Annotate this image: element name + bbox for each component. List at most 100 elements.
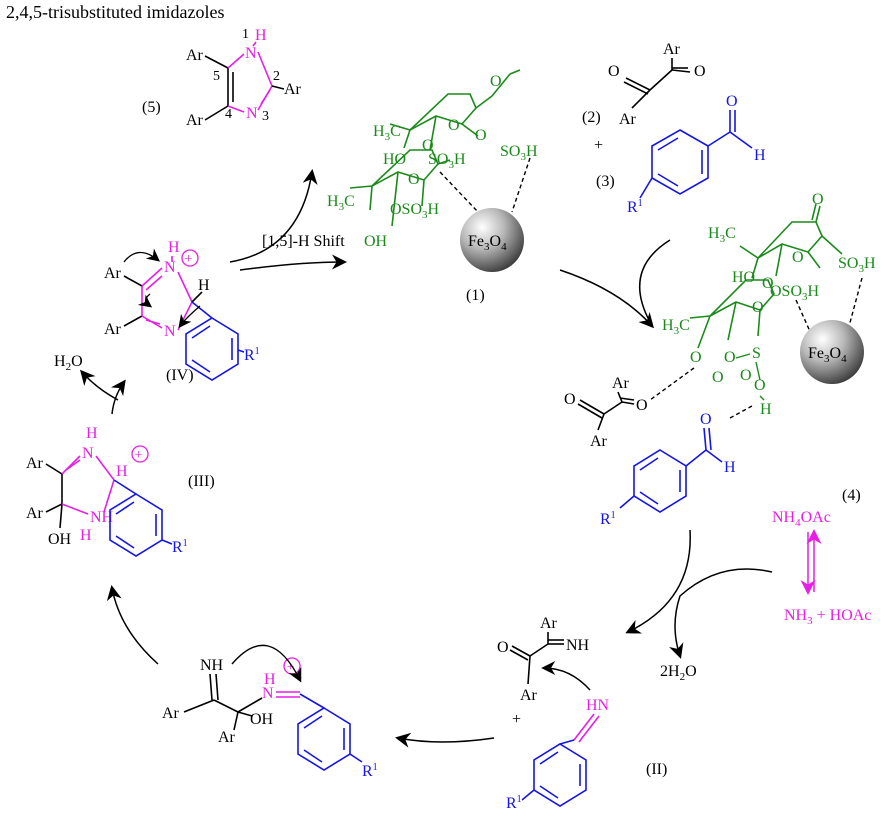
reactant-aldehyde-3: O H R1 (3) [596,93,766,216]
ar-label: Ar [104,321,122,338]
svg-text:O: O [448,117,460,134]
r1-label: R1 [600,510,616,528]
iminium-h: H [264,671,276,688]
hydroxyl: OH [48,531,72,548]
aldehyde-h: H [724,459,736,476]
methyl-group: H3C [662,317,690,337]
svg-text:S: S [752,345,761,362]
oso3h-group: OSO3H [770,283,820,303]
ring-h: H [116,463,128,480]
imine-nh: NH [566,637,590,654]
ar-label: Ar [619,111,637,128]
svg-text:O: O [490,73,502,90]
ring-number-4: 4 [225,107,232,122]
svg-text:O: O [740,367,752,384]
fe3o4-label: Fe3O4 [468,233,507,253]
ring-number-5: 5 [213,69,220,84]
ar-label: Ar [612,375,630,392]
compound-number-5: (5) [142,99,161,116]
ar-label: Ar [26,455,44,472]
hydroxyl: OH [364,233,388,250]
plus-sign: + [594,137,603,154]
r1-label: R1 [244,346,260,364]
hydroxyl: HO [732,269,755,286]
shift-label: [1,5]-H Shift [262,233,345,250]
svg-text:O: O [712,369,724,386]
oso3h-group: OSO3H [390,201,440,221]
ring-number-2: 2 [273,69,280,84]
svg-text:O: O [724,349,736,366]
svg-text:O: O [792,249,804,266]
ar-label: Ar [186,47,204,64]
intermediate-IV: Ar Ar H N + N H [104,239,260,384]
scheme-title: 2,4,5-trisubstituted imidazoles [6,2,225,22]
iminium-n: N [262,685,274,702]
positive-charge: + [185,252,193,267]
ring-n: N [164,259,176,276]
intermediate-II: Ar O NH Ar + HN R1 (II) [497,615,667,812]
ar-label: Ar [520,687,538,704]
intermediate-number-IV: (IV) [166,367,194,384]
ar-label: Ar [162,705,180,722]
r1-label: R1 [506,794,522,812]
methyl-group: H3C [327,193,355,213]
ring-n: NH [90,509,114,526]
ar-label: Ar [540,615,558,632]
acid-h: H [760,401,772,418]
intermediate-number-III: (III) [188,473,215,490]
ar-label: Ar [218,729,236,746]
positive-charge-icon [181,249,199,267]
svg-text:O: O [752,299,764,316]
methyl-group: H3C [708,225,736,245]
hydroxyl: HO [383,151,406,168]
fe3o4-nanoparticle [800,320,864,384]
compound-number-4: (4) [842,487,861,504]
ring-n: N [82,445,94,462]
ring-h: H [255,27,267,44]
svg-text:O: O [690,349,702,366]
svg-text:O: O [812,191,824,208]
positive-charge-icon [131,445,149,463]
oxygen-label: O [564,391,576,408]
ring-n1: N [245,45,257,62]
svg-text:O: O [475,127,487,144]
svg-text:O: O [422,137,434,154]
compound-number-1: (1) [466,287,485,304]
oxygen-label: O [726,93,738,110]
ring-h: H [86,425,98,442]
compound-number-2: (2) [582,109,601,126]
intermediate-III: Ar Ar OH H N NH H H + [26,425,215,557]
ar-label: Ar [663,41,681,58]
sulfonic-acid-group: SO3H [838,255,876,275]
svg-text:O: O [408,171,420,188]
svg-text:O: O [762,275,774,292]
oxygen-label: O [608,63,620,80]
catalyst-1: O H3C O O SO3H HO O SO3H O H3C OSO3H OH … [327,69,538,304]
ar-label: Ar [590,433,608,450]
positive-charge: + [135,448,143,463]
ar-label: Ar [284,81,302,98]
methyl-group: H3C [373,123,401,143]
ammonium-acetate-equilibrium: NH4OAc NH3 + HOAc [772,509,871,627]
r1-label: R1 [362,762,378,780]
svg-text:O: O [754,377,766,394]
aldimine-hn: HN [586,697,610,714]
r1-label: R1 [172,538,188,556]
ring-h: H [168,239,180,256]
sulfonic-acid-group: SO3H [500,143,538,163]
ar-label: Ar [186,112,204,129]
reactant-diketone-2: Ar O O Ar (2) [582,41,706,128]
ring-h: H [80,527,92,544]
plus-sign: + [512,711,521,728]
oxygen-label: O [694,63,706,80]
ring-number-3: 3 [262,109,269,124]
oxygen-label: O [497,639,509,656]
fe3o4-label: Fe3O4 [808,345,847,365]
compound-number-3: (3) [596,173,615,190]
oxygen-label: O [636,397,648,414]
activated-complex-4: O H3C O SO3H HO O OSO3H O H3C O O S O O … [564,191,876,528]
product-imidazole-5: Ar Ar Ar N H N 1 2 3 4 5 (5) [142,27,302,129]
intermediate-number-II: (II) [646,761,667,778]
ring-number-1: 1 [242,27,249,42]
